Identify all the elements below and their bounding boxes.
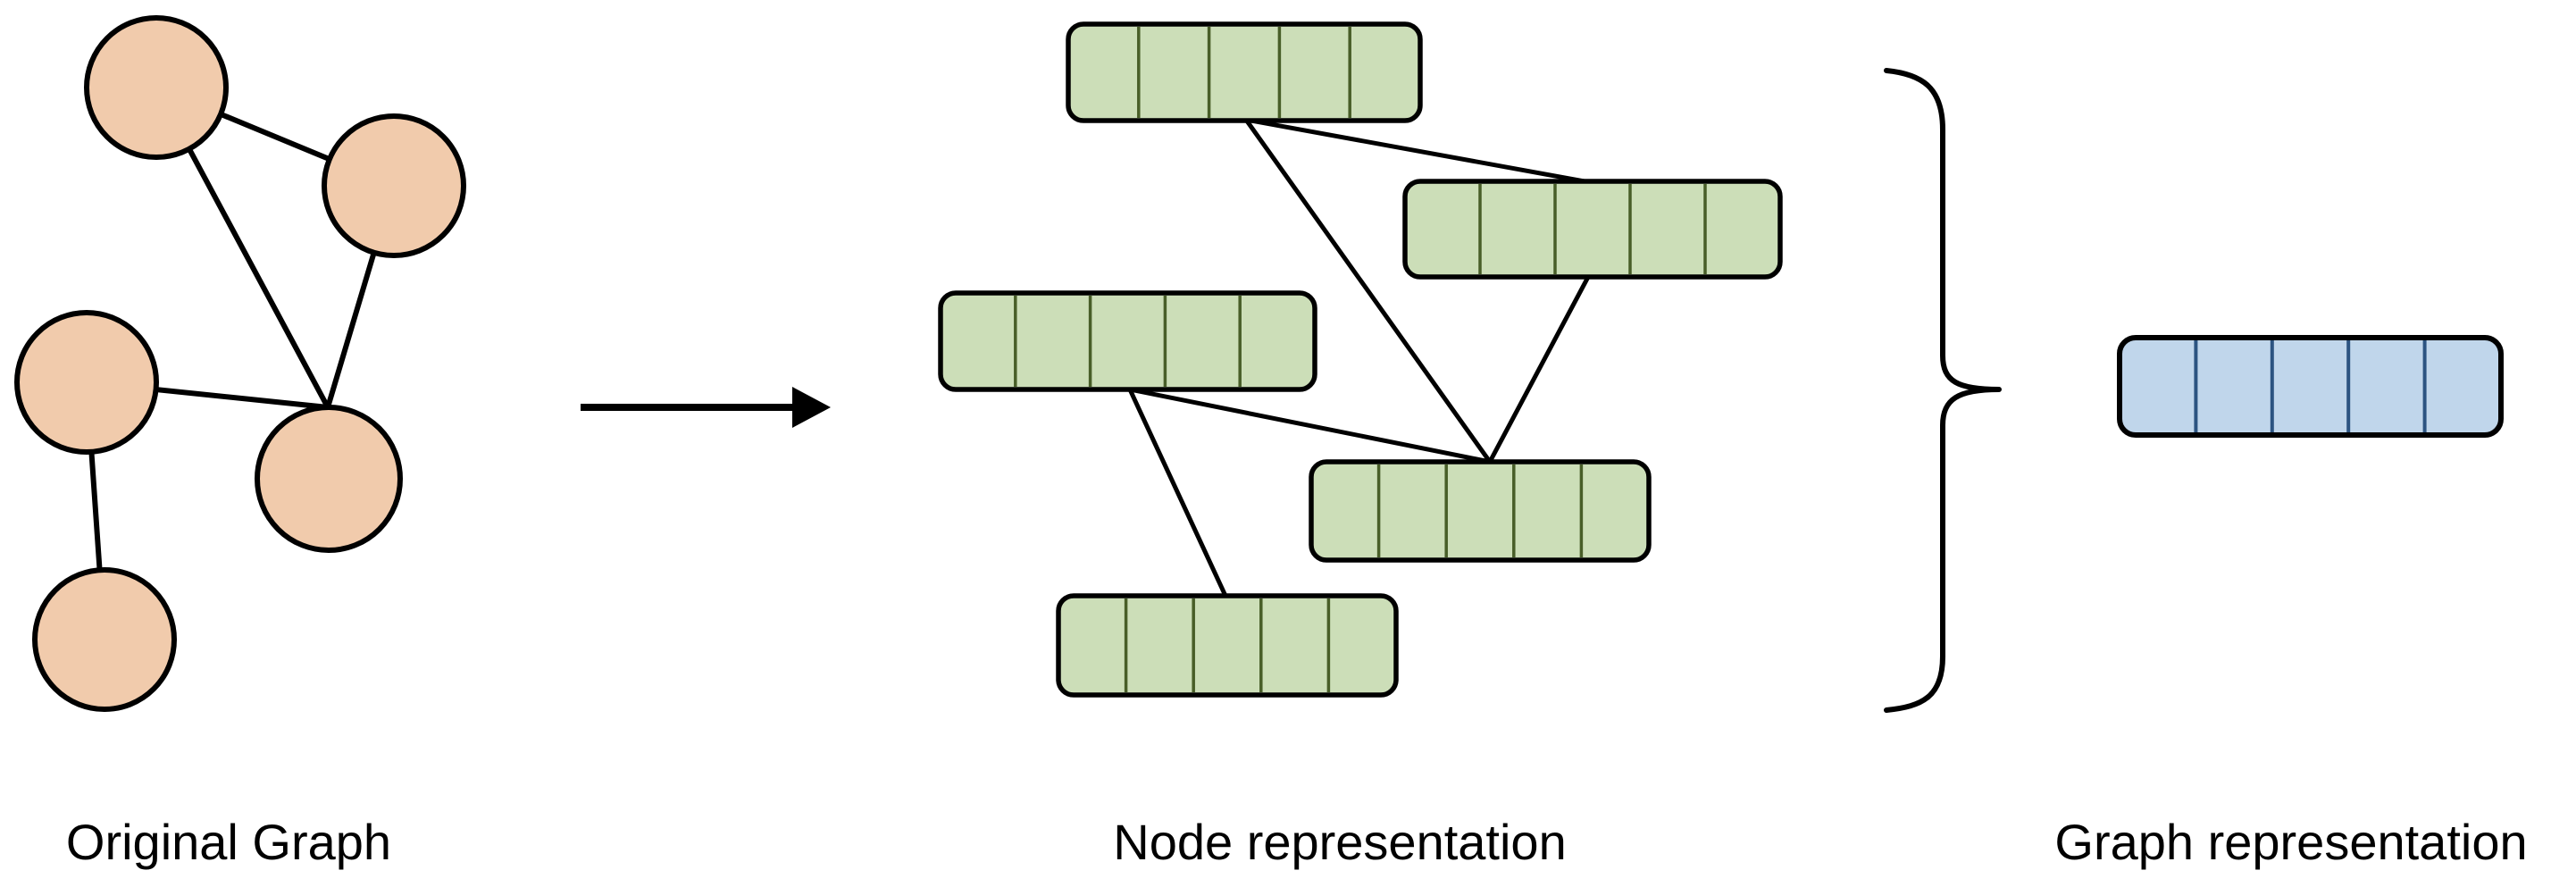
original-graph-group bbox=[14, 15, 466, 712]
node-vector-4 bbox=[1309, 459, 1652, 563]
node-vector-2 bbox=[1402, 179, 1783, 280]
vector-edge-v2-v4 bbox=[1487, 274, 1591, 464]
vector-edge-v1-v4 bbox=[1243, 117, 1493, 464]
graph-vector bbox=[2117, 335, 2504, 438]
node-vector-2-box bbox=[1402, 179, 1783, 280]
graph-node-4 bbox=[255, 405, 403, 553]
vector-edge-v1-v2 bbox=[1243, 117, 1597, 186]
node-vector-3-box bbox=[938, 290, 1317, 392]
node-vector-5 bbox=[1056, 593, 1399, 698]
node-representation-group bbox=[938, 21, 1783, 698]
node-vector-5-box bbox=[1056, 593, 1399, 698]
curly-brace-icon bbox=[1884, 68, 2002, 713]
node-vector-4-box bbox=[1309, 459, 1652, 563]
original-graph-label: Original Graph bbox=[66, 814, 391, 870]
vector-edge-v3-v4 bbox=[1127, 387, 1493, 464]
node-vector-1 bbox=[1066, 21, 1423, 123]
graph-node-3 bbox=[14, 310, 159, 455]
graph-vector-box bbox=[2117, 335, 2504, 438]
graph-representation-group bbox=[2117, 335, 2504, 438]
graph-node-1 bbox=[84, 15, 229, 160]
graph-representation-label: Graph representation bbox=[2054, 814, 2527, 870]
node-vector-3 bbox=[938, 290, 1317, 392]
graph-node-5 bbox=[32, 567, 177, 712]
node-vector-1-box bbox=[1066, 21, 1423, 123]
graph-node-2 bbox=[322, 113, 466, 258]
node-representation-label: Node representation bbox=[1113, 814, 1566, 870]
right-arrow-icon bbox=[581, 387, 831, 428]
arrow-head bbox=[792, 387, 831, 428]
vector-edge-v3-v5 bbox=[1127, 387, 1228, 598]
